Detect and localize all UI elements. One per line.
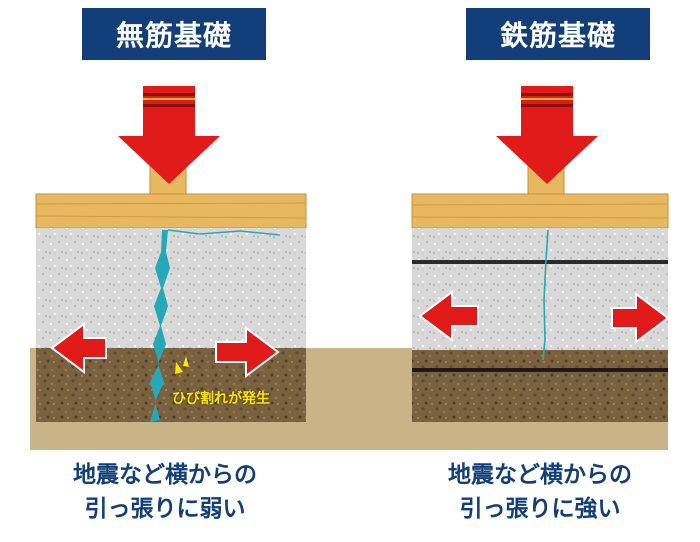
right-wood-beam — [411, 193, 669, 229]
title-plain-foundation: 無筋基礎 — [82, 8, 266, 60]
right-down-arrow-icon — [496, 86, 598, 184]
left-crack — [150, 230, 170, 422]
left-down-arrow-icon — [118, 86, 220, 184]
right-concrete — [412, 228, 668, 350]
right-soil — [412, 350, 668, 422]
right-hairline-crack — [542, 229, 549, 361]
left-wood-beam — [35, 193, 307, 229]
caption-right: 地震など横からの 引っ張りに強い — [380, 458, 700, 526]
caption-left-line1: 地震など横からの — [73, 462, 257, 488]
title-reinforced-foundation: 鉄筋基礎 — [466, 8, 650, 60]
crack-label: ひび割れが発生 — [172, 391, 270, 407]
right-arrow-out-left-icon — [418, 290, 479, 342]
right-arrow-out-right-icon — [611, 292, 670, 344]
right-foundation — [411, 163, 669, 422]
caption-left-line2: 引っ張りに弱い — [84, 496, 246, 522]
left-arrow-out-left-icon — [50, 322, 107, 374]
caption-right-line2: 引っ張りに強い — [459, 496, 621, 522]
crack-spark-icon — [175, 356, 189, 374]
left-foundation — [35, 163, 307, 422]
caption-right-line1: 地震など横からの — [448, 462, 632, 488]
left-arrow-out-right-icon — [215, 326, 280, 378]
caption-left: 地震など横からの 引っ張りに弱い — [5, 458, 325, 526]
